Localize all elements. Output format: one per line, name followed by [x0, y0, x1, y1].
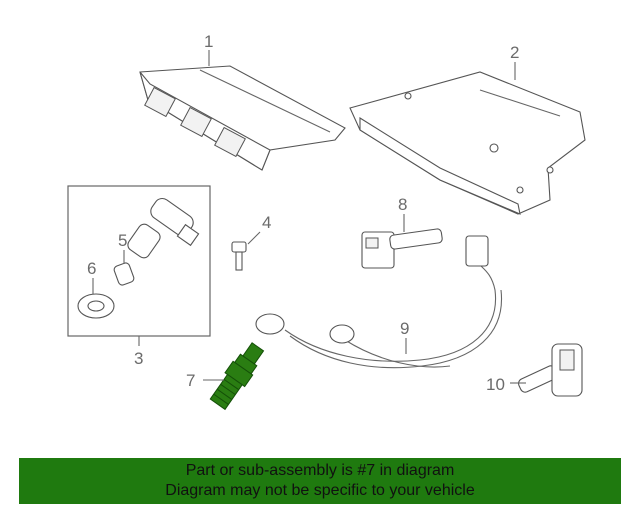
callout-10: 10	[486, 375, 505, 394]
callout-3: 3	[134, 349, 143, 368]
part-9-harness	[255, 235, 503, 369]
part-2-bracket	[349, 71, 586, 215]
callout-4-leader	[247, 231, 261, 245]
callout-9: 9	[400, 319, 409, 338]
part-8-sensor	[361, 228, 443, 269]
part-7-spark-plug	[209, 342, 265, 411]
callout-5: 5	[118, 231, 127, 250]
banner-line-1: Part or sub-assembly is #7 in diagram	[185, 462, 455, 479]
part-1-control-module	[139, 65, 346, 171]
callout-6: 6	[87, 259, 96, 278]
callout-1: 1	[204, 32, 213, 51]
part-4-bolt	[231, 241, 247, 271]
banner-line-2: Diagram may not be specific to your vehi…	[165, 482, 475, 499]
callout-2: 2	[510, 43, 519, 62]
info-banner: Part or sub-assembly is #7 in diagram Di…	[19, 458, 621, 504]
part-10-cam-sensor	[518, 343, 583, 397]
callout-8: 8	[398, 195, 407, 214]
callout-7: 7	[186, 371, 195, 390]
callout-4: 4	[262, 213, 271, 232]
